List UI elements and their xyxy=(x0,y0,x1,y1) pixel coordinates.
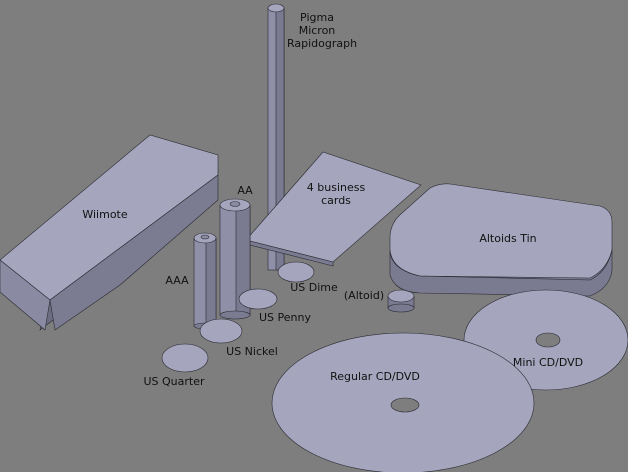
label-regular-cd: Regular CD/DVD xyxy=(330,370,420,383)
label-aa: AA xyxy=(237,184,253,197)
label-us-quarter: US Quarter xyxy=(143,375,205,388)
aa-battery-object xyxy=(219,198,251,320)
label-us-nickel: US Nickel xyxy=(226,345,278,358)
label-pen: Pigma Micron Rapidograph xyxy=(287,11,357,50)
business-cards-label-text: 4 business cards xyxy=(306,181,366,207)
label-mini-cd: Mini CD/DVD xyxy=(512,356,584,369)
us-penny-coin xyxy=(238,288,278,310)
label-us-penny: US Penny xyxy=(259,311,311,324)
altoids-tin-object xyxy=(389,183,613,297)
label-wiimote: Wiimote xyxy=(82,208,128,221)
us-nickel-coin xyxy=(199,318,243,344)
label-us-dime: US Dime xyxy=(290,281,338,294)
us-dime-coin xyxy=(277,261,315,283)
pen-label-text: Pigma Micron Rapidograph xyxy=(287,11,358,50)
label-aaa: AAA xyxy=(165,274,189,287)
us-quarter-coin xyxy=(161,343,209,373)
label-altoids-tin: Altoids Tin xyxy=(479,232,537,245)
label-business-cards: 4 business cards xyxy=(300,181,372,207)
business-cards-object xyxy=(245,151,422,267)
regular-cd-object xyxy=(271,332,535,472)
label-altoid: (Altoid) xyxy=(343,289,385,302)
altoid-object xyxy=(387,289,415,313)
coins xyxy=(161,261,315,373)
wiimote-object xyxy=(0,134,219,331)
aaa-battery-object xyxy=(193,232,217,330)
